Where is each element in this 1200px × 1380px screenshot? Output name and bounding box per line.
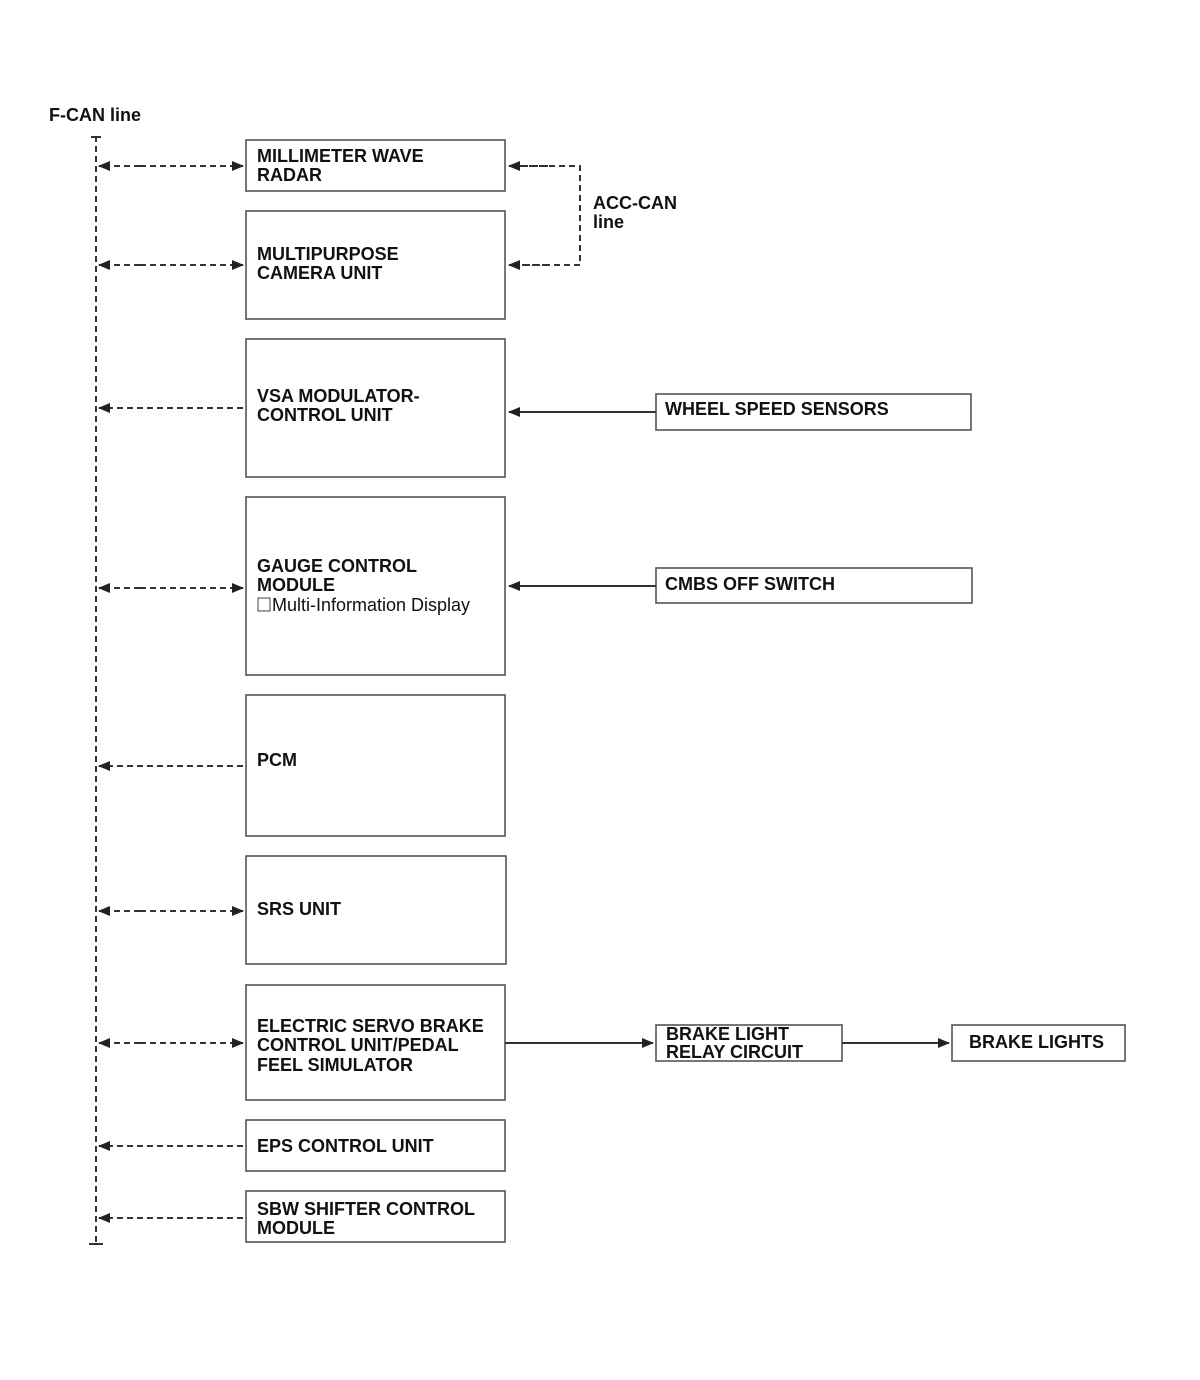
relay-label: BRAKE LIGHT: [666, 1024, 789, 1044]
input-label: CMBS OFF SWITCH: [665, 574, 835, 594]
module-vsa-modulator: VSA MODULATOR- CONTROL UNIT: [245, 338, 506, 478]
brake-light-relay-circuit: BRAKE LIGHT RELAY CIRCUIT: [655, 1024, 843, 1062]
input-label: WHEEL SPEED SENSORS: [665, 399, 889, 419]
hardwired-connections: [505, 407, 950, 1048]
module-label: MILLIMETER WAVE: [257, 146, 424, 166]
module-label: CONTROL UNIT: [257, 405, 393, 425]
module-label: EPS CONTROL UNIT: [257, 1136, 434, 1156]
module-multipurpose-camera: MULTIPURPOSE CAMERA UNIT: [245, 210, 506, 320]
acc-can-label-line1: ACC-CAN: [593, 193, 677, 213]
input-cmbs-off-switch: CMBS OFF SWITCH: [655, 567, 973, 604]
input-wheel-speed-sensors: WHEEL SPEED SENSORS: [655, 393, 972, 431]
module-eps-control-unit: EPS CONTROL UNIT: [245, 1119, 506, 1172]
module-millimeter-wave-radar: MILLIMETER WAVE RADAR: [245, 139, 506, 192]
module-label: PCM: [257, 750, 297, 770]
module-electric-servo-brake: ELECTRIC SERVO BRAKE CONTROL UNIT/PEDAL …: [245, 984, 506, 1101]
module-label: CAMERA UNIT: [257, 263, 382, 283]
module-label: SBW SHIFTER CONTROL: [257, 1199, 475, 1219]
fcan-connections: [98, 161, 244, 1223]
brake-lights: BRAKE LIGHTS: [951, 1024, 1126, 1062]
acc-can-label-line2: line: [593, 212, 624, 232]
module-label: ELECTRIC SERVO BRAKE: [257, 1016, 484, 1036]
relay-label: RELAY CIRCUIT: [666, 1042, 803, 1062]
acc-can-line: [509, 165, 581, 266]
module-label: GAUGE CONTROL: [257, 556, 417, 576]
module-pcm: PCM: [245, 694, 506, 837]
fcan-line-label: F-CAN line: [49, 105, 141, 125]
module-gauge-control: GAUGE CONTROL MODULE Multi-Information D…: [245, 496, 506, 676]
module-label: MODULE: [257, 1218, 335, 1238]
brake-lights-label: BRAKE LIGHTS: [969, 1032, 1104, 1052]
missing-glyph-icon: [257, 597, 271, 612]
module-srs-unit: SRS UNIT: [245, 855, 507, 965]
module-label: VSA MODULATOR-: [257, 386, 420, 406]
module-label: RADAR: [257, 165, 322, 185]
module-label: MULTIPURPOSE: [257, 244, 399, 264]
module-label: SRS UNIT: [257, 899, 341, 919]
module-label: FEEL SIMULATOR: [257, 1055, 413, 1075]
module-sbw-shifter: SBW SHIFTER CONTROL MODULE: [245, 1190, 506, 1243]
module-label: MODULE: [257, 575, 335, 595]
module-sublabel: Multi-Information Display: [272, 595, 470, 615]
module-label: CONTROL UNIT/PEDAL: [257, 1035, 459, 1055]
